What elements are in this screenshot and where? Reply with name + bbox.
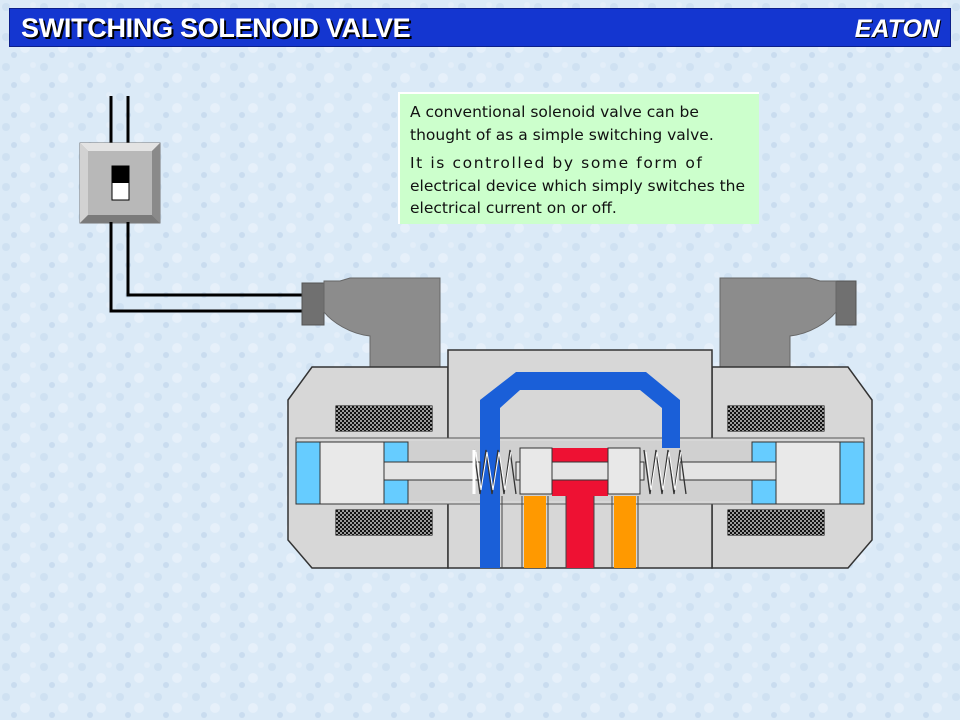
- supply-wires: [109, 96, 130, 146]
- left-armature: [295, 441, 481, 505]
- right-connector: [719, 277, 857, 371]
- tank-passage: [480, 372, 680, 568]
- toggle-switch-icon[interactable]: [79, 142, 161, 224]
- spring-highlights: [475, 451, 682, 491]
- eaton-logo: EATON: [854, 14, 940, 43]
- control-wires: [109, 222, 306, 313]
- spool: [515, 447, 645, 495]
- note-paragraph-1: A conventional solenoid valve can be tho…: [410, 103, 714, 144]
- logo-text: EATON: [854, 14, 940, 43]
- note-paragraph-2: It is controlled by some form of electri…: [410, 152, 751, 220]
- page-title: SWITCHING SOLENOID VALVE: [21, 13, 411, 43]
- description-note: A conventional solenoid valve can be tho…: [398, 92, 759, 224]
- right-armature: [679, 441, 865, 505]
- note-paragraph-2-line-1: It is controlled by some form of: [410, 154, 704, 172]
- title-bar: SWITCHING SOLENOID VALVE EATON: [9, 8, 951, 47]
- left-connector: [301, 277, 441, 371]
- note-paragraph-2-rest: electrical device which simply switches …: [410, 176, 746, 218]
